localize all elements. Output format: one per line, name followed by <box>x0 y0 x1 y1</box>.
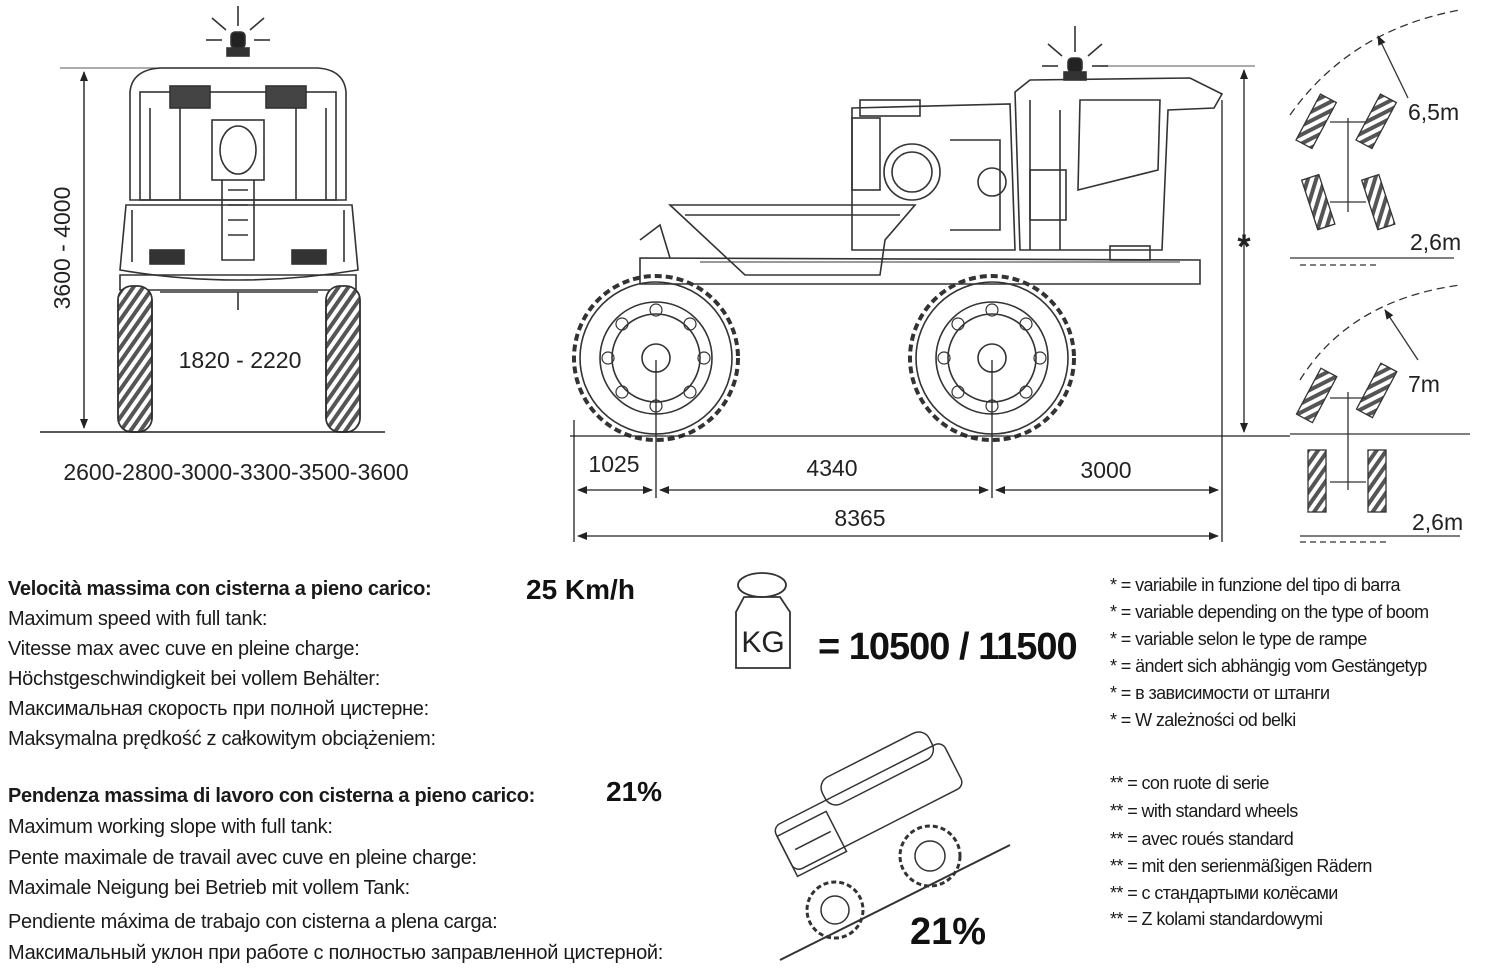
front-right-wheel <box>325 285 361 433</box>
wheelbase-label: 4340 <box>806 455 857 481</box>
turning-diagram-top <box>1289 9 1461 266</box>
turning-width-bottom: 2,6m <box>1412 509 1463 535</box>
wheel-note-pl: ** = Z kolami standardowymi <box>1110 909 1323 929</box>
front-left-wheel <box>117 285 153 433</box>
turning-radius-bottom: 7m <box>1408 371 1440 397</box>
rear-overhang-label: 3000 <box>1080 457 1131 483</box>
front-view-dimensions <box>40 67 385 433</box>
boom-note-ru: * = в зависимости от штанги <box>1110 683 1330 703</box>
slope-label-fr: Pente maximale de travail avec cuve en p… <box>8 847 477 869</box>
turning-width-top: 2,6m <box>1410 229 1461 255</box>
front-overhang-label: 1025 <box>588 451 639 477</box>
slope-label-de: Maximale Neigung bei Betrieb mit vollem … <box>8 877 410 899</box>
side-view-drawing <box>572 26 1224 442</box>
beacon-icon <box>1042 26 1108 81</box>
slope-illustration-value: 21% <box>910 911 986 953</box>
wheel-note-de: ** = mit den serienmäßigen Rädern <box>1110 856 1372 876</box>
wheel-note-fr: ** = avec roués standard <box>1110 829 1294 849</box>
wheel-note-it: ** = con ruote di serie <box>1110 773 1269 793</box>
speed-label-ru: Максимальная скорость при полной цистерн… <box>8 698 429 720</box>
wheel-note-en: ** = with standard wheels <box>1110 801 1298 821</box>
wheel-note-ru: ** = с стандартыми колёсами <box>1110 883 1338 903</box>
speed-label-en: Maximum speed with full tank: <box>8 608 268 630</box>
weight-icon <box>735 572 791 669</box>
beacon-icon <box>206 6 270 57</box>
side-front-wheel <box>572 274 740 442</box>
slope-label-en: Maximum working slope with full tank: <box>8 816 333 838</box>
speed-label-it: Velocità massima con cisterna a pieno ca… <box>8 578 432 600</box>
weight-value: = 10500 / 11500 <box>818 626 1078 668</box>
slope-label-ru: Максимальный уклон при работе с полность… <box>8 942 664 964</box>
side-view-dimensions <box>570 65 1290 542</box>
track-width-label: 1820 - 2220 <box>179 347 302 373</box>
boom-note-pl: * = W zależności od belki <box>1110 710 1296 730</box>
total-length-label: 8365 <box>834 505 885 531</box>
speed-label-de: Höchstgeschwindigkeit bei vollem Behälte… <box>8 668 381 690</box>
front-view-drawing <box>117 6 361 433</box>
turning-diagram-bottom <box>1290 284 1470 543</box>
height-dimension-label: 3600 - 4000 <box>49 187 75 310</box>
boom-note-en: * = variable depending on the type of bo… <box>1110 602 1429 622</box>
slope-illustration <box>774 731 1011 961</box>
max-slope-value: 21% <box>606 776 663 807</box>
speed-label-pl: Maksymalna prędkość z całkowitym obciąże… <box>8 728 436 750</box>
width-options-label: 2600-2800-3000-3300-3500-3600 <box>63 459 408 485</box>
weight-unit-label: KG <box>741 626 784 659</box>
boom-note-de: * = ändert sich abhängig vom Gestängetyp <box>1110 656 1427 676</box>
max-speed-value: 25 Km/h <box>526 574 635 605</box>
height-asterisk: * <box>1237 228 1251 266</box>
boom-note-it: * = variabile in funzione del tipo di ba… <box>1110 575 1401 595</box>
boom-note-fr: * = variable selon le type de rampe <box>1110 629 1367 649</box>
slope-label-it: Pendenza massima di lavoro con cisterna … <box>8 785 536 807</box>
turning-radius-top: 6,5m <box>1408 99 1459 125</box>
speed-label-fr: Vitesse max avec cuve en pleine charge: <box>8 638 360 660</box>
slope-label-es: Pendiente máxima de trabajo con cisterna… <box>8 911 498 933</box>
